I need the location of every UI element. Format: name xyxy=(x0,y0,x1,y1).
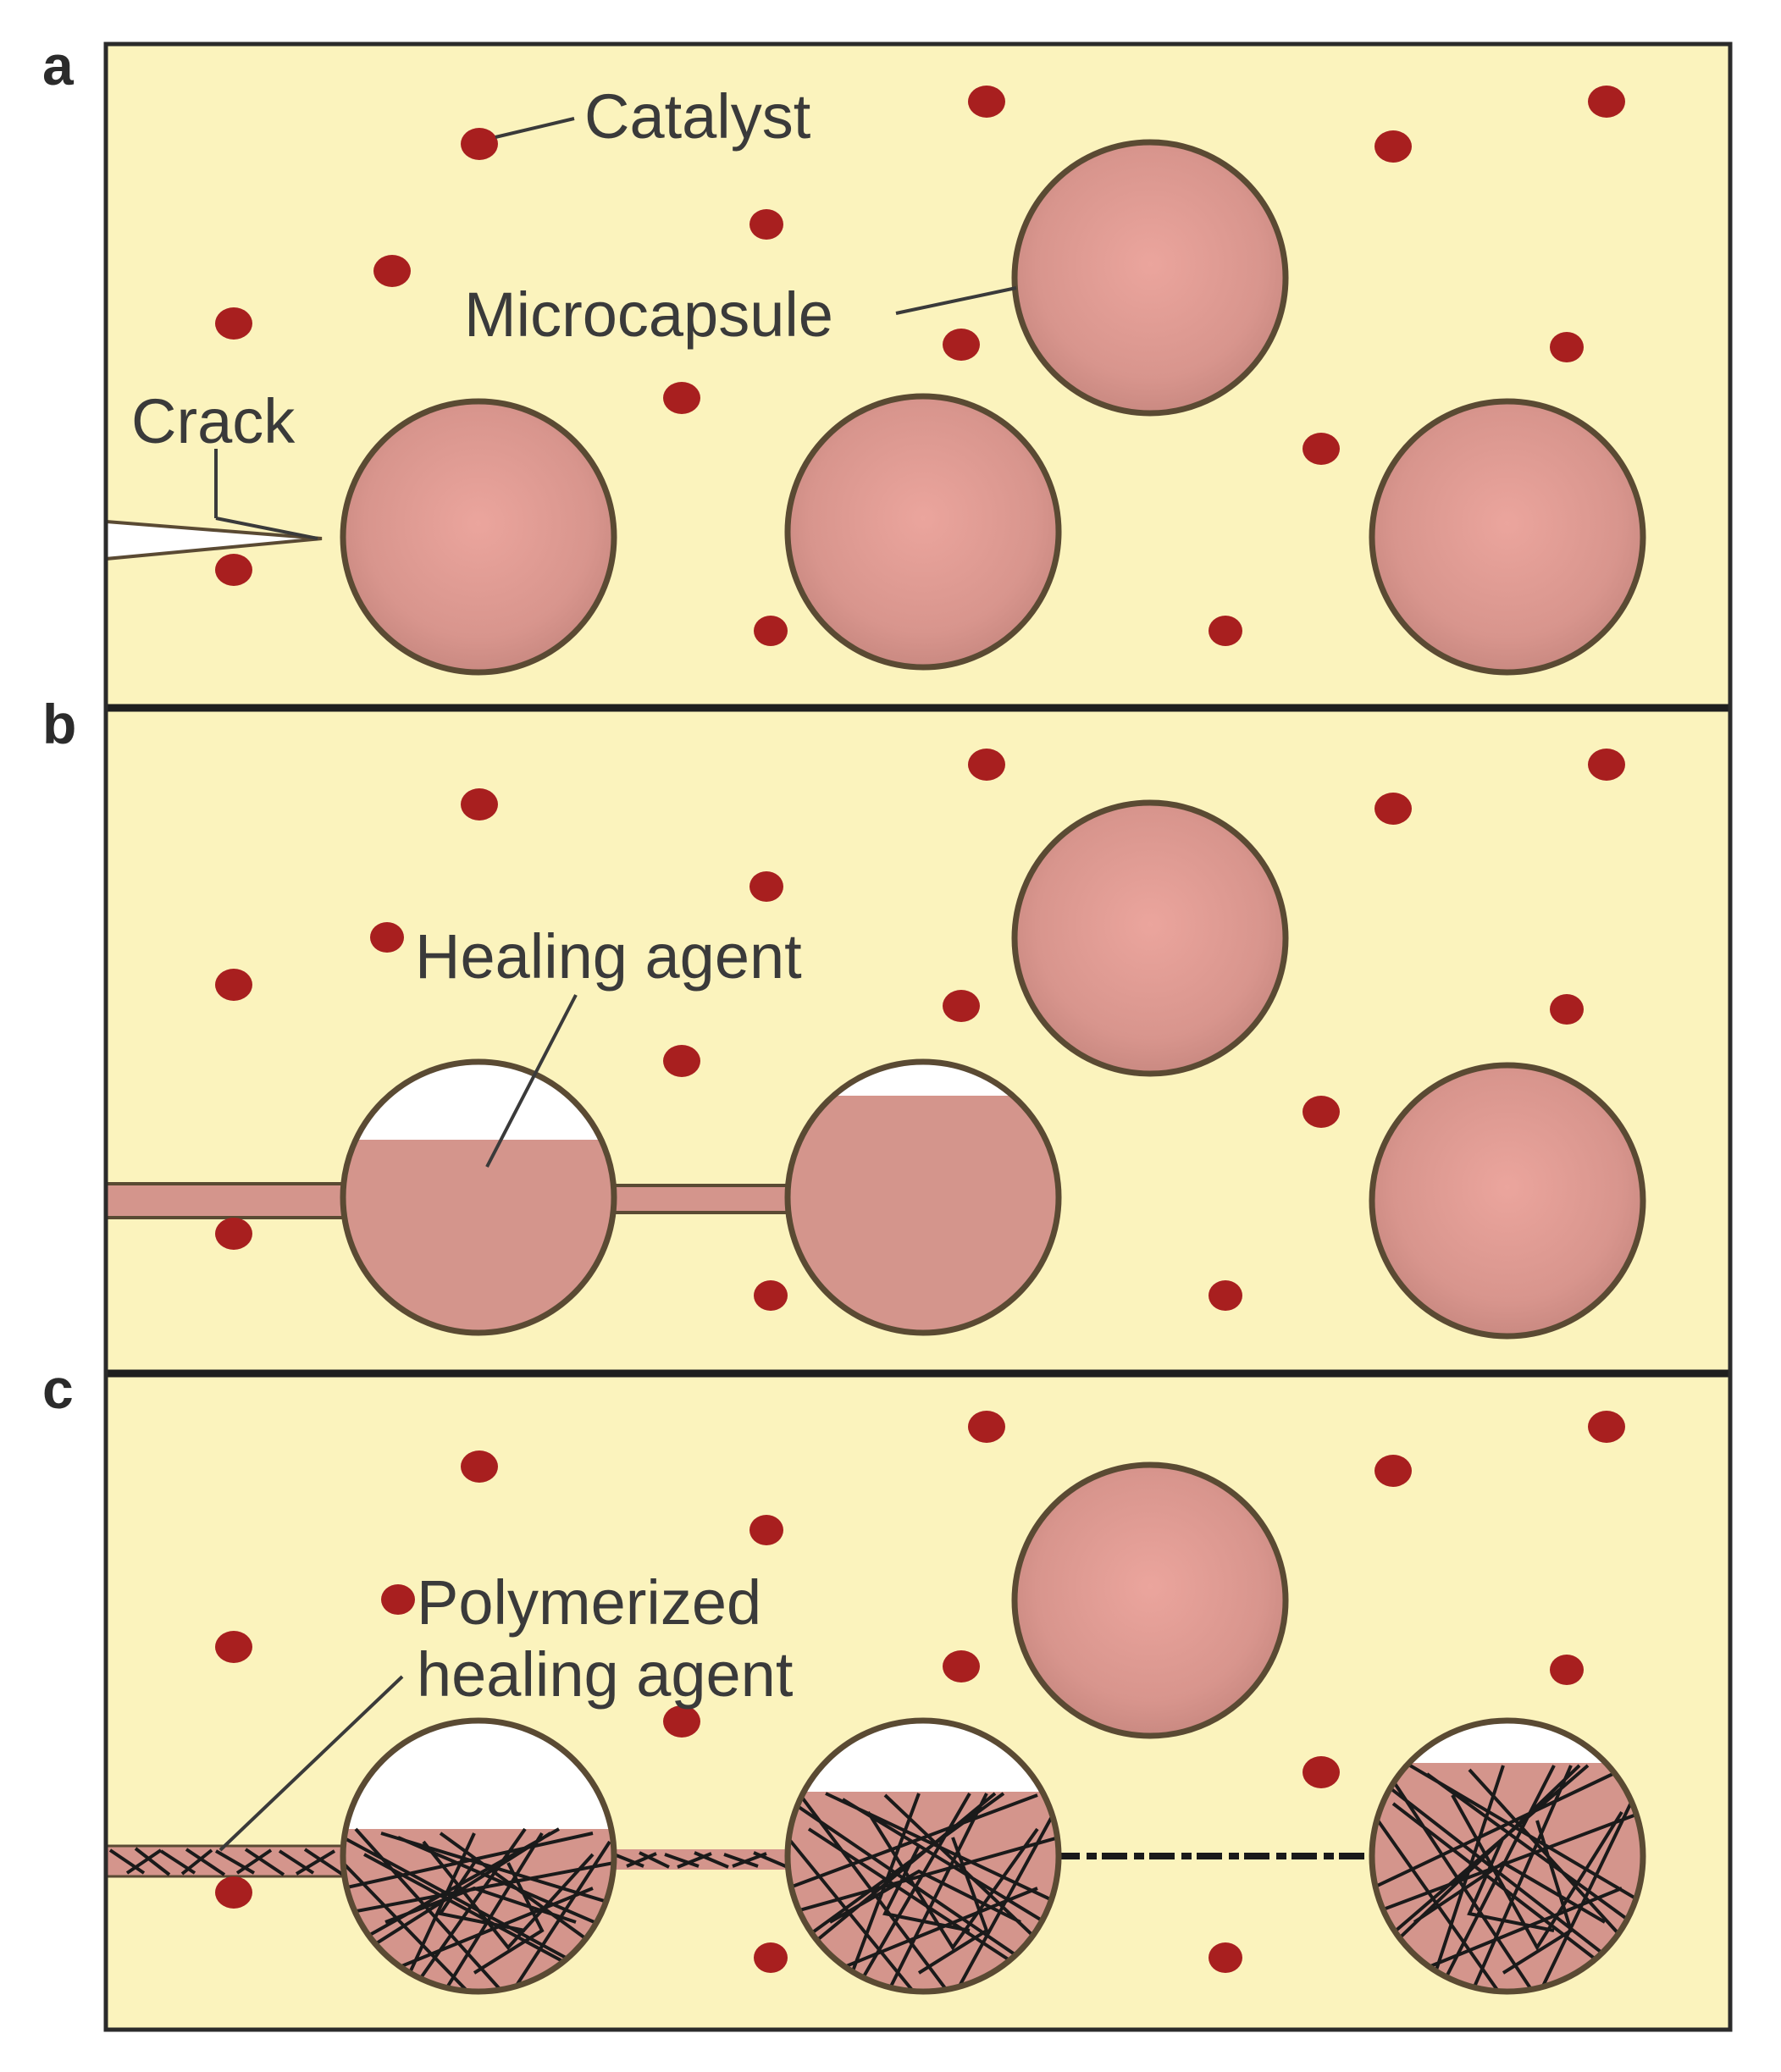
catalyst-particle xyxy=(461,128,498,160)
catalyst-particle xyxy=(663,1045,700,1077)
catalyst-particle xyxy=(1303,433,1340,465)
polymerized-microcapsule xyxy=(1369,1717,1646,1995)
catalyst-particle xyxy=(1550,994,1584,1025)
polymerized-label-line2: healing agent xyxy=(417,1639,794,1710)
catalyst-particle xyxy=(1209,616,1242,646)
microcapsule-leader xyxy=(895,286,1017,315)
microcapsule-label: Microcapsule xyxy=(464,279,833,350)
catalyst-particle xyxy=(215,969,252,1001)
catalyst-particle xyxy=(1588,86,1625,118)
catalyst-particle xyxy=(754,1942,788,1973)
catalyst-particle xyxy=(663,382,700,414)
catalyst-particle xyxy=(1550,332,1584,362)
microcapsule xyxy=(784,393,1062,671)
crack-channel-healing-agent xyxy=(608,1184,794,1214)
catalyst-particle xyxy=(968,86,1005,118)
catalyst-particle xyxy=(461,1450,498,1483)
catalyst-particle xyxy=(749,209,783,240)
panel-letter-b: b xyxy=(42,693,76,755)
figure-frame xyxy=(103,41,1733,2032)
healing-agent-label: Healing agent xyxy=(415,921,802,992)
catalyst-particle xyxy=(943,329,980,361)
polymerized-microcapsule xyxy=(340,1717,617,1995)
crack-channel-healing-agent xyxy=(104,1182,362,1219)
catalyst-particle xyxy=(381,1584,415,1615)
catalyst-particle xyxy=(749,1515,783,1545)
catalyst-particle xyxy=(749,871,783,902)
catalyst-particle xyxy=(1303,1096,1340,1128)
catalyst-particle xyxy=(1550,1655,1584,1685)
catalyst-particle xyxy=(968,749,1005,781)
microcapsule xyxy=(1369,1062,1646,1340)
microcapsule xyxy=(1011,799,1289,1077)
panel-a: a Catalyst Mic xyxy=(42,34,1646,676)
catalyst-label: Catalyst xyxy=(584,81,811,152)
catalyst-particle xyxy=(461,788,498,821)
catalyst-particles-c xyxy=(215,1411,1625,1973)
healing-agent-leader xyxy=(485,994,578,1168)
catalyst-particles-a xyxy=(215,86,1625,646)
catalyst-particle xyxy=(1374,793,1412,825)
catalyst-particle xyxy=(754,616,788,646)
panel-c: c xyxy=(42,1357,1646,1995)
catalyst-particle xyxy=(943,1650,980,1682)
crack-leader-tip xyxy=(215,517,318,540)
microcapsule xyxy=(1011,139,1289,417)
panel-letter-a: a xyxy=(42,34,75,97)
polymerized-label-line1: Polymerized xyxy=(417,1567,761,1638)
catalyst-particle xyxy=(373,255,411,287)
catalyst-particle xyxy=(215,1631,252,1663)
catalyst-particle xyxy=(215,554,252,586)
catalyst-particles-b xyxy=(215,749,1625,1311)
catalyst-particle xyxy=(943,990,980,1022)
polymerized-leader xyxy=(218,1675,404,1852)
microcapsule xyxy=(1011,1461,1289,1739)
catalyst-particle xyxy=(1588,1411,1625,1443)
catalyst-particle xyxy=(754,1280,788,1311)
catalyst-particle xyxy=(1374,130,1412,163)
catalyst-particle xyxy=(1209,1280,1242,1311)
catalyst-particle xyxy=(215,1876,252,1909)
catalyst-particle xyxy=(1209,1942,1242,1973)
polymerized-microcapsule xyxy=(784,1717,1062,1995)
catalyst-particle xyxy=(1588,749,1625,781)
catalyst-particle xyxy=(1303,1756,1340,1788)
catalyst-particle xyxy=(215,307,252,340)
catalyst-leader xyxy=(495,117,575,139)
microcapsule xyxy=(340,398,617,676)
polymerized-crack-channel xyxy=(104,1844,1376,1878)
catalyst-particle xyxy=(215,1218,252,1250)
microcapsule xyxy=(1369,398,1646,676)
ruptured-microcapsule xyxy=(784,1058,1062,1336)
ruptured-microcapsule xyxy=(340,1058,617,1336)
catalyst-particle xyxy=(1374,1455,1412,1487)
catalyst-particle xyxy=(370,922,404,953)
catalyst-particle xyxy=(968,1411,1005,1443)
crack-label: Crack xyxy=(131,386,296,456)
catalyst-particle xyxy=(663,1705,700,1738)
panel-letter-c: c xyxy=(42,1357,74,1420)
